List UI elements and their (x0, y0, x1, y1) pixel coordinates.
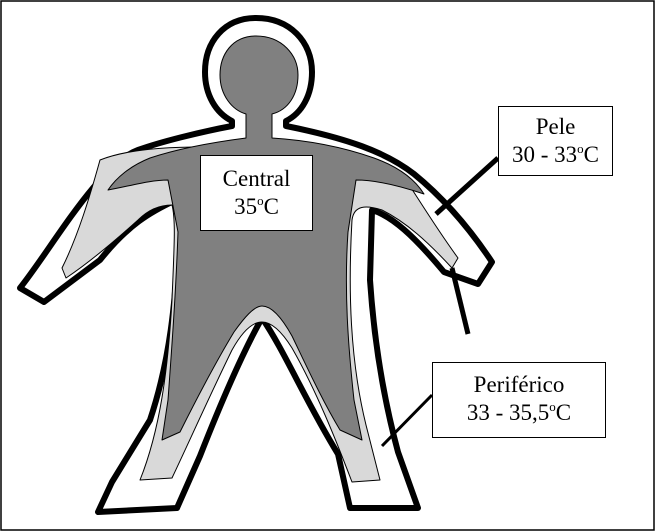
periferico-label-name: Periférico (433, 371, 605, 399)
central-label-name: Central (201, 165, 312, 193)
central-label-value-line: 35oC (201, 193, 312, 221)
central-value: 35 (234, 194, 257, 219)
pele-label-name: Pele (499, 113, 612, 141)
pele-value: 30 - 33 (512, 142, 577, 167)
pele-label-value-line: 30 - 33oC (499, 141, 612, 169)
pele-unit: C (584, 142, 599, 167)
periferico-label-value-line: 33 - 35,5oC (433, 399, 605, 427)
central-unit: C (264, 194, 279, 219)
periferico-value: 33 - 35,5 (467, 400, 549, 425)
periferico-unit: C (556, 400, 571, 425)
periferico-temperature-label: Periférico 33 - 35,5oC (432, 362, 606, 438)
pele-temperature-label: Pele 30 - 33oC (498, 106, 613, 176)
central-temperature-label: Central 35oC (200, 155, 313, 231)
